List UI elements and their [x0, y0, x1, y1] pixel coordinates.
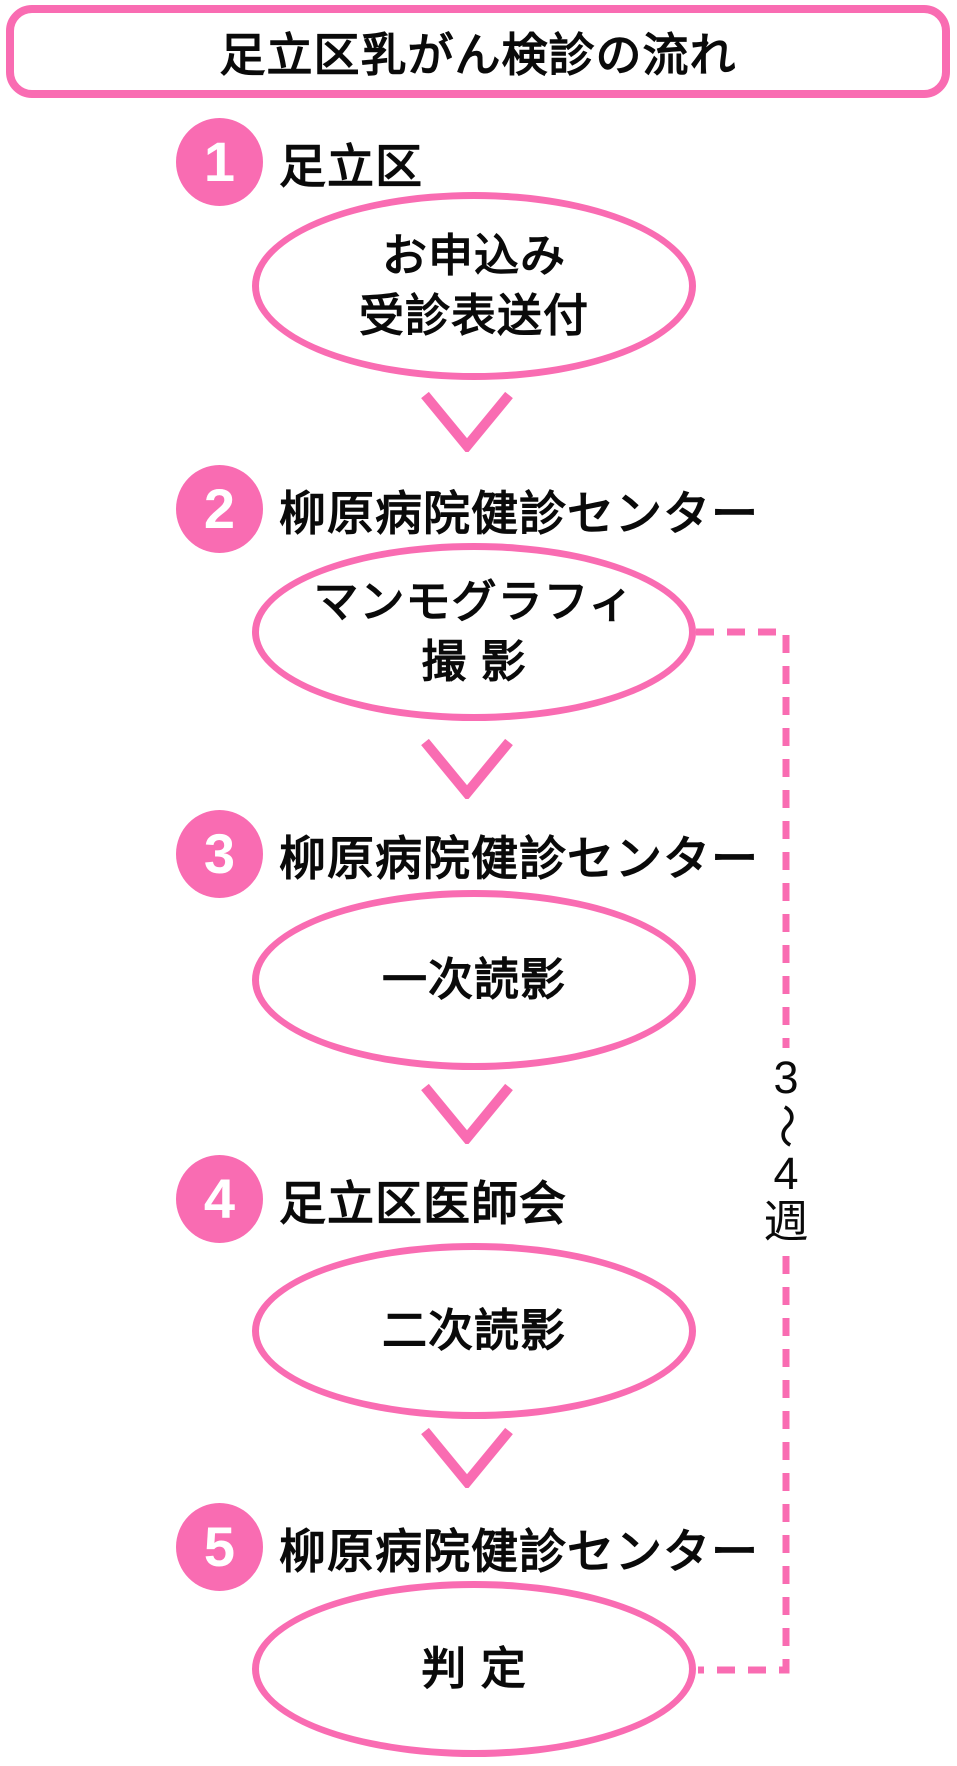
step-2-location-label: 柳原病院健診センター: [279, 486, 759, 540]
flow-arrow-down-icon: [421, 1083, 513, 1144]
duration-wave-dash: 〜: [760, 1103, 812, 1149]
step-1-ellipse-text-line1: お申込み: [381, 230, 566, 281]
flow-arrow-down-icon: [421, 391, 513, 452]
flow-arrow-down-icon: [421, 1427, 513, 1488]
step-4-ellipse-text-line1: 二次読影: [381, 1305, 566, 1356]
step-5-number: 5: [203, 1515, 236, 1578]
step-2-ellipse-text-line1: マンモグラフィ: [313, 576, 635, 627]
step-4-location-label: 足立区医師会: [279, 1176, 567, 1230]
step-5-location-label: 柳原病院健診センター: [279, 1524, 759, 1578]
step-2-ellipse: マンモグラフィ 撮 影: [252, 543, 696, 721]
step-5-row: 5 柳原病院健診センター: [176, 1503, 759, 1591]
duration-label: 3 〜 4 週: [756, 1054, 816, 1246]
step-2-number: 2: [203, 477, 236, 540]
duration-char-1: 3: [773, 1052, 799, 1103]
step-3-ellipse-text-line1: 一次読影: [381, 954, 566, 1005]
step-4-number: 4: [203, 1167, 236, 1230]
step-3-location-label: 柳原病院健診センター: [279, 831, 759, 885]
step-3-ellipse: 一次読影: [252, 890, 696, 1070]
step-2-number-badge: 2: [176, 465, 263, 553]
step-5-ellipse: 判 定: [252, 1581, 696, 1757]
step-4-number-badge: 4: [176, 1155, 263, 1243]
dashed-connector-bottom-segment: [698, 1256, 790, 1674]
step-5-number-badge: 5: [176, 1503, 263, 1591]
step-5-ellipse-text-line1: 判 定: [421, 1643, 527, 1694]
step-3-number: 3: [203, 822, 236, 885]
duration-char-4: 週: [763, 1196, 809, 1247]
duration-char-3: 4: [773, 1148, 799, 1199]
step-4-row: 4 足立区医師会: [176, 1155, 567, 1243]
step-4-ellipse: 二次読影: [252, 1243, 696, 1419]
step-2-ellipse-text-line2: 撮 影: [421, 636, 527, 687]
step-1-number-badge: 1: [176, 118, 263, 206]
flow-arrow-down-icon: [421, 738, 513, 799]
step-1-ellipse: お申込み 受診表送付: [252, 192, 696, 380]
step-3-row: 3 柳原病院健診センター: [176, 810, 759, 898]
title-box: 足立区乳がん検診の流れ: [6, 5, 950, 98]
step-3-number-badge: 3: [176, 810, 263, 898]
step-2-row: 2 柳原病院健診センター: [176, 465, 759, 553]
step-1-location-label: 足立区: [279, 139, 423, 193]
page-title: 足立区乳がん検診の流れ: [219, 28, 737, 81]
step-1-ellipse-text-line2: 受診表送付: [358, 290, 589, 341]
step-1-number: 1: [203, 130, 236, 193]
step-1-row: 1 足立区: [176, 118, 423, 206]
